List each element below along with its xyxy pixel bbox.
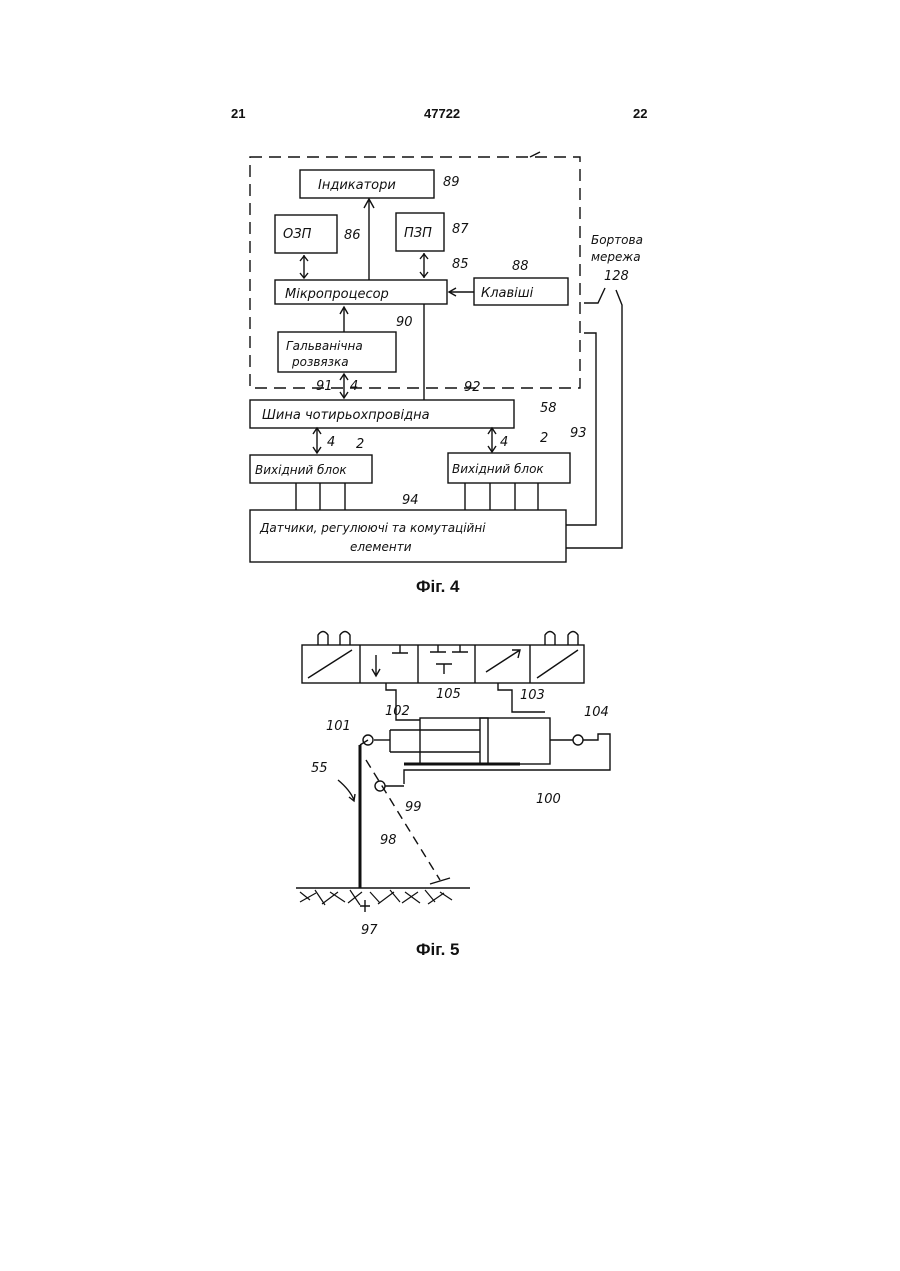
ref-99: 99 xyxy=(405,800,422,815)
ref-104: 104 xyxy=(584,705,609,720)
ref-100: 100 xyxy=(536,792,561,807)
frame xyxy=(404,734,610,784)
ref-55: 55 xyxy=(311,761,328,776)
ref-97: 97 xyxy=(361,923,378,938)
ref-101: 101 xyxy=(326,719,351,734)
ref-103: 103 xyxy=(520,688,545,703)
fig5-diagram: 105 103 102 104 101 55 99 100 98 97 xyxy=(0,0,900,1000)
ref-98: 98 xyxy=(380,833,397,848)
piston-rod xyxy=(390,730,480,752)
ref-105: 105 xyxy=(436,687,461,702)
hydraulic-cylinder xyxy=(420,718,550,764)
ref-102: 102 xyxy=(385,704,410,719)
fig5-caption: Фіг. 5 xyxy=(416,940,460,960)
